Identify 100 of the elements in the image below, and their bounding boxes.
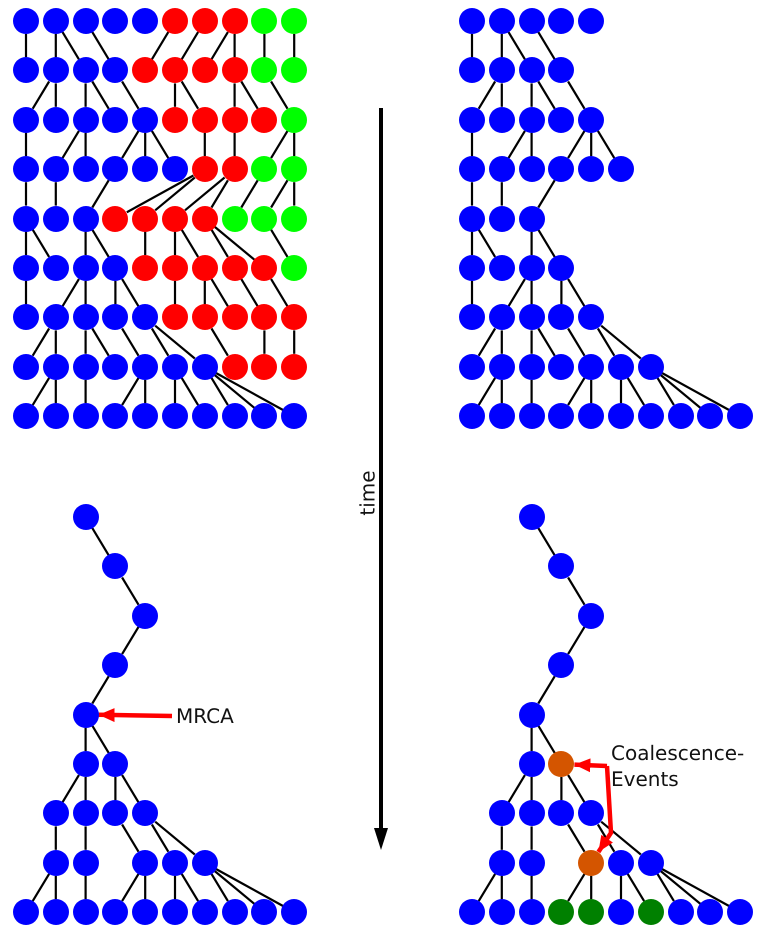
lineage-line [508, 32, 526, 60]
lineage-line [91, 229, 110, 258]
individual-dot [518, 156, 545, 182]
individual-dot [488, 255, 515, 281]
lineage-line [567, 824, 586, 852]
individual-dot [281, 403, 308, 430]
individual-dot [251, 304, 278, 330]
lineage-line [184, 176, 226, 212]
lineage-line [508, 774, 526, 803]
individual-dot [192, 403, 218, 430]
individual-dot [42, 106, 69, 133]
individual-dot [578, 8, 604, 34]
lineage-line [126, 174, 194, 214]
individual-dot [192, 57, 218, 84]
individual-dot [13, 156, 39, 182]
lineage-line [121, 130, 140, 159]
lineage-line [470, 182, 474, 206]
individual-dot [42, 8, 69, 34]
individual-dot [281, 106, 308, 133]
individual-dot [42, 156, 69, 182]
individual-dot [518, 800, 545, 826]
individual-dot [518, 8, 545, 34]
individual-dot [222, 156, 248, 182]
annotation-label: MRCA [176, 703, 234, 729]
individual-dot [638, 403, 664, 430]
lineage-line [204, 281, 206, 304]
lineage-line [62, 32, 80, 60]
individual-dot [222, 57, 248, 84]
lineage-line [24, 281, 28, 304]
individual-dot [42, 206, 69, 232]
individual-dot [72, 850, 99, 876]
lineage-line [214, 374, 256, 409]
lineage-line [590, 876, 592, 900]
individual-dot [488, 8, 515, 34]
lineage-line [234, 132, 236, 156]
individual-dot [548, 57, 574, 84]
individual-dot [72, 702, 99, 728]
individual-dot [132, 800, 158, 826]
individual-dot [638, 899, 664, 926]
lineage-line [174, 83, 176, 107]
individual-dot [668, 403, 694, 430]
lineage-line [121, 377, 140, 406]
lineage-line [54, 182, 57, 206]
lineage-line [567, 328, 586, 356]
pointer-arrow [596, 766, 614, 854]
individual-dot [668, 899, 694, 926]
individual-dot [459, 106, 485, 133]
individual-dot [518, 504, 545, 530]
lineage-line [660, 374, 702, 409]
lineage-line [174, 232, 176, 255]
lineage-line [270, 229, 288, 258]
lineage-line [560, 281, 562, 304]
individual-dot [518, 702, 545, 728]
individual-dot [13, 8, 39, 34]
lineage-line [210, 328, 229, 356]
lineage-line [596, 328, 616, 356]
lineage-line [84, 728, 87, 751]
individual-dot [162, 156, 188, 182]
lineage-line [204, 132, 206, 156]
individual-dot [251, 206, 278, 232]
lineage-line [91, 528, 110, 556]
individual-dot [162, 206, 188, 232]
individual-dot [608, 850, 634, 876]
lineage-line [84, 281, 87, 304]
individual-dot [518, 899, 545, 926]
individual-dot [192, 354, 218, 380]
individual-dot [459, 354, 485, 380]
lineage-line [530, 876, 533, 900]
individual-dot [518, 354, 545, 380]
individual-dot [132, 106, 158, 133]
lineage-line [537, 180, 556, 208]
individual-dot [72, 504, 99, 530]
lineage-line [91, 328, 110, 356]
individual-dot [192, 255, 218, 281]
lineage-line [84, 132, 87, 156]
individual-dot [162, 255, 188, 281]
lineage-line [121, 80, 140, 110]
individual-dot [42, 57, 69, 84]
individual-dot [42, 850, 69, 876]
individual-dot [42, 800, 69, 826]
individual-dot [13, 255, 39, 281]
lineage-line [91, 80, 110, 110]
lineage-line [478, 80, 496, 110]
individual-dot [727, 403, 754, 430]
individual-dot [459, 403, 485, 430]
individual-dot [459, 304, 485, 330]
individual-dot [251, 354, 278, 380]
individual-dot [222, 304, 248, 330]
lineage-line [293, 132, 296, 156]
individual-dot [13, 57, 39, 84]
individual-dot [518, 304, 545, 330]
lineage-line [121, 873, 140, 902]
lineage-line [24, 34, 28, 58]
individual-dot [162, 899, 188, 926]
individual-dot [132, 255, 158, 281]
individual-dot [13, 354, 39, 380]
lineage-line [180, 229, 200, 258]
lineage-line [214, 226, 256, 261]
lineage-line [567, 80, 586, 110]
lineage-line [626, 377, 646, 406]
